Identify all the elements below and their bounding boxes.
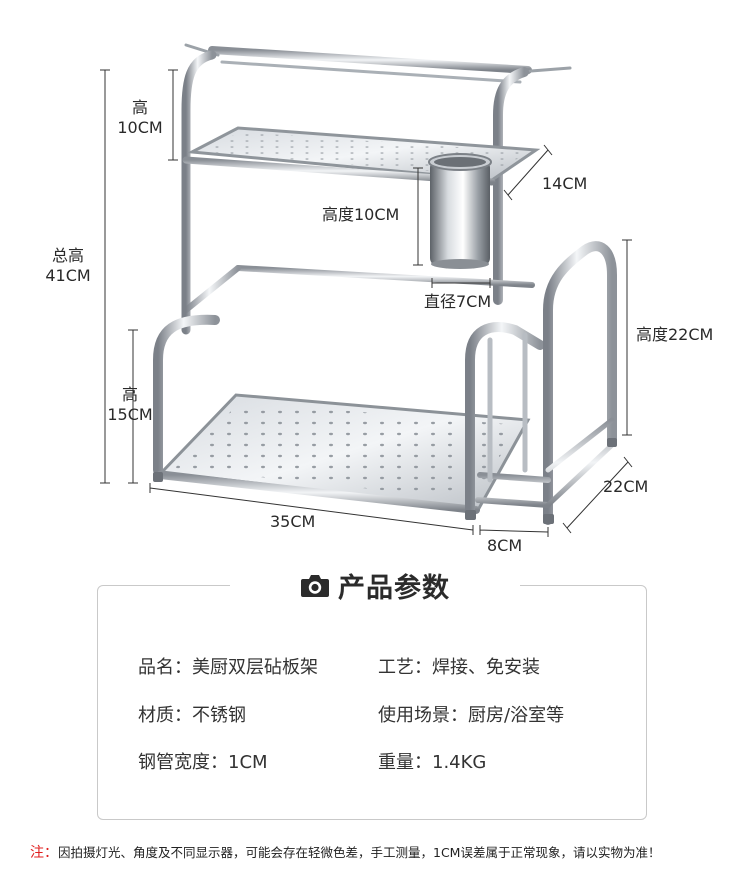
board-height-label: 高度22CM [636,325,714,344]
param-tube-width: 钢管宽度：1CM [138,752,268,773]
note-text: 因拍摄灯光、角度及不同显示器，可能会存在轻微色差，手工测量，1CM误差属于正常现… [58,845,661,860]
rack-frame [153,43,617,525]
total-height-label: 总高 41CM [45,246,91,285]
cup-diameter-label: 直径7CM [424,292,492,311]
param-usage: 使用场景：厨房/浴室等 [378,705,565,726]
params-title: 产品参数 [230,564,520,606]
params-panel [97,585,647,820]
width-label: 35CM [270,512,316,531]
board-slot-label: 8CM [487,536,523,555]
board-depth-label: 22CM [603,477,649,496]
utensil-cup [428,153,492,269]
product-photo [100,43,633,537]
param-craft: 工艺：焊接、免安装 [378,657,540,678]
param-weight: 重量：1.4KG [378,752,487,773]
camera-icon [301,575,329,597]
dimension-lines [100,69,633,537]
upper-clearance-label: 高 10CM [117,98,163,137]
lower-clearance-label: 高 15CM [107,385,153,424]
disclaimer-note: 注：因拍摄灯光、角度及不同显示器，可能会存在轻微色差，手工测量，1CM误差属于正… [30,842,660,862]
param-material: 材质：不锈钢 [138,705,246,726]
params-title-text: 产品参数 [338,572,450,604]
cup-height-label: 高度10CM [322,205,400,224]
note-label: 注： [30,845,58,861]
param-name: 品名：美厨双层砧板架 [138,657,318,678]
top-depth-label: 14CM [542,174,588,193]
